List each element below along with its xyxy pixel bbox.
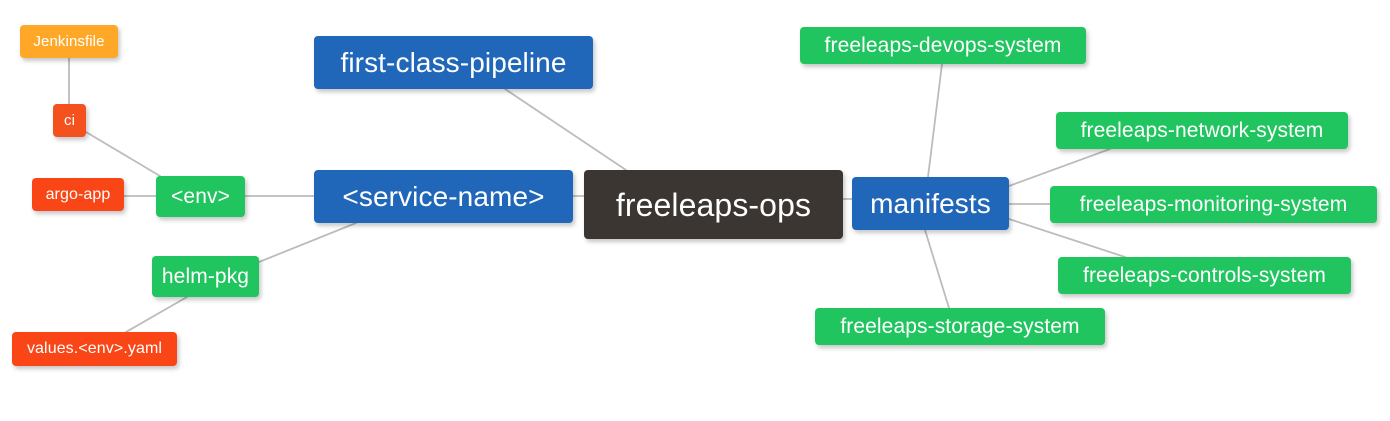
edge-helm-pkg-to-service-name [258,222,357,263]
node-label-env: <env> [171,185,230,208]
node-jenkinsfile[interactable]: Jenkinsfile [20,25,118,58]
node-env[interactable]: <env> [156,176,245,217]
node-manifests[interactable]: manifests [852,177,1009,230]
node-first-class-pipeline[interactable]: first-class-pipeline [314,36,593,89]
node-label-argo-app: argo-app [45,185,111,203]
node-freeleaps-controls-system[interactable]: freeleaps-controls-system [1058,257,1351,294]
node-freeleaps-network-system[interactable]: freeleaps-network-system [1056,112,1348,149]
node-label-values-env-yaml: values.<env>.yaml [26,340,163,357]
node-label-jenkinsfile: Jenkinsfile [33,33,105,50]
node-label-manifests: manifests [870,187,991,219]
edge-values-env-yaml-to-helm-pkg [125,296,188,333]
edge-manifests-to-freeleaps-storage-system [924,229,950,309]
node-label-ci: ci [63,112,76,129]
node-freeleaps-monitoring-system[interactable]: freeleaps-monitoring-system [1050,186,1377,223]
node-label-freeleaps-monitoring-system: freeleaps-monitoring-system [1079,193,1348,216]
edge-first-class-pipeline-to-freeleaps-ops [504,88,627,171]
node-helm-pkg[interactable]: helm-pkg [152,256,259,297]
node-ci[interactable]: ci [53,104,86,137]
node-label-freeleaps-network-system: freeleaps-network-system [1080,119,1324,142]
node-label-freeleaps-devops-system: freeleaps-devops-system [824,34,1062,57]
edge-manifests-to-freeleaps-controls-system [1008,218,1126,258]
node-label-helm-pkg: helm-pkg [161,265,250,288]
edge-manifests-to-freeleaps-network-system [1008,148,1111,187]
node-freeleaps-ops[interactable]: freeleaps-ops [584,170,843,239]
node-argo-app[interactable]: argo-app [32,178,124,211]
node-label-freeleaps-storage-system: freeleaps-storage-system [840,315,1080,338]
edge-manifests-to-freeleaps-devops-system [927,63,943,178]
node-freeleaps-storage-system[interactable]: freeleaps-storage-system [815,308,1105,345]
node-values-env-yaml[interactable]: values.<env>.yaml [12,332,177,366]
node-label-first-class-pipeline: first-class-pipeline [340,46,567,78]
node-freeleaps-devops-system[interactable]: freeleaps-devops-system [800,27,1086,64]
node-service-name[interactable]: <service-name> [314,170,573,223]
edge-ci-to-env [85,131,161,177]
node-label-freeleaps-ops: freeleaps-ops [615,186,812,223]
node-label-service-name: <service-name> [342,180,545,212]
node-label-freeleaps-controls-system: freeleaps-controls-system [1083,264,1326,287]
